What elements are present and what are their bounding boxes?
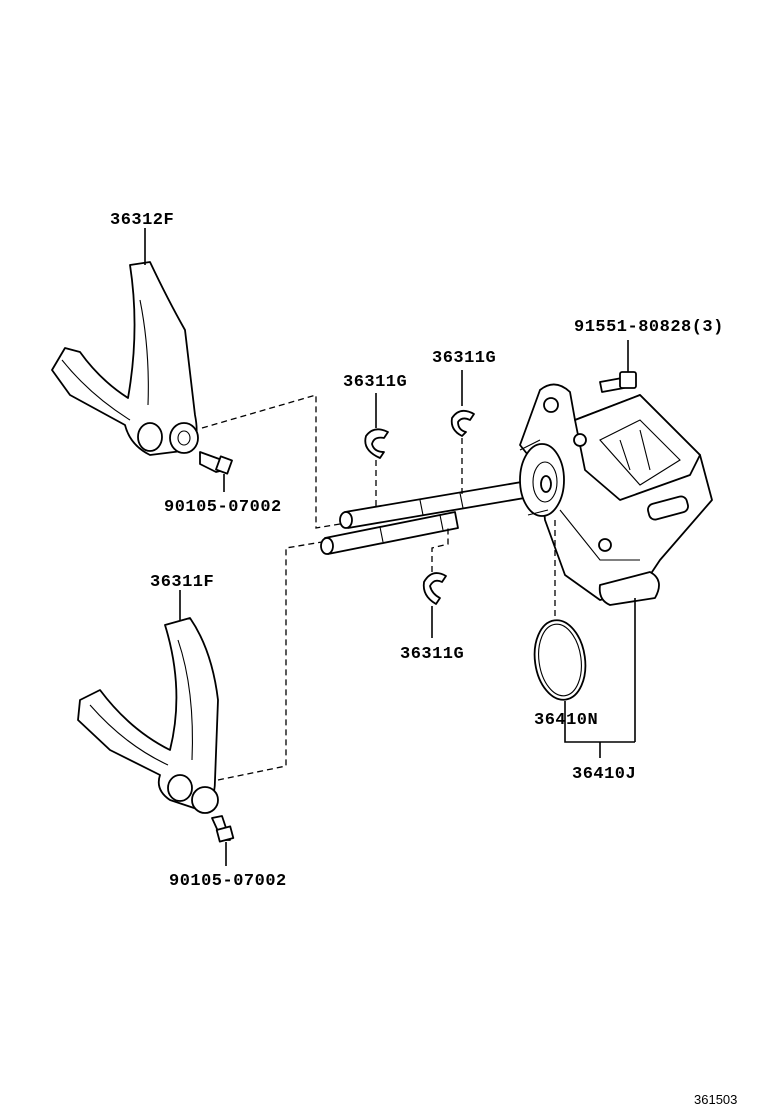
o-ring[interactable] [530, 617, 591, 703]
bolt-fork-upper[interactable] [199, 451, 233, 475]
label-o-ring: 36410N [534, 711, 598, 730]
label-bolt-fork-lower: 90105-07002 [169, 872, 287, 891]
shift-shaft-lower[interactable] [320, 511, 459, 555]
label-snap-ring-right: 36311G [432, 349, 496, 368]
label-actuator-assy: 36410J [572, 765, 636, 784]
figure-code: 361503 [694, 1092, 737, 1107]
shift-fork-lower[interactable] [77, 617, 219, 814]
snap-ring-right[interactable] [450, 409, 475, 437]
label-fork-upper: 36312F [110, 211, 174, 230]
leader-lines [144, 228, 636, 866]
label-snap-ring-left: 36311G [343, 373, 407, 392]
transfer-shift-actuator[interactable] [519, 383, 713, 606]
label-fork-lower: 36311F [150, 573, 214, 592]
shift-fork-upper[interactable] [51, 261, 199, 456]
label-bolt-fork-upper: 90105-07002 [164, 498, 282, 517]
snap-ring-bottom[interactable] [422, 572, 447, 605]
label-snap-ring-bottom: 36311G [400, 645, 464, 664]
bolt-actuator[interactable] [599, 371, 637, 393]
alignment-dashed-lines [201, 394, 556, 781]
snap-ring-left[interactable] [364, 428, 389, 459]
label-bolt-actuator: 91551-80828(3) [574, 318, 724, 337]
bolt-fork-lower[interactable] [211, 815, 235, 843]
